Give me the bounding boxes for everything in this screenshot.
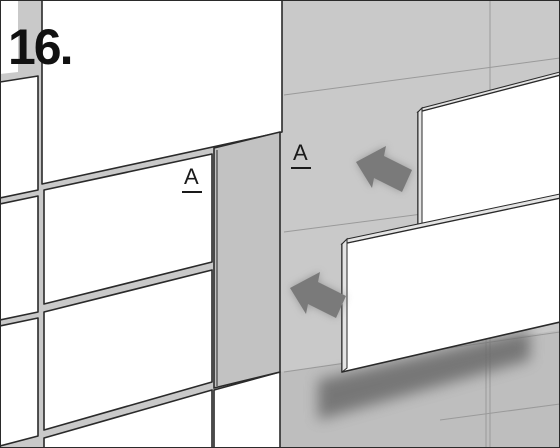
tile: [0, 317, 39, 447]
tile: [0, 75, 39, 199]
tile: [0, 195, 39, 321]
incoming-tile-lower: [340, 193, 560, 374]
tile: [43, 389, 213, 448]
tile-shadow: [318, 330, 530, 420]
step-badge-background: [0, 0, 18, 74]
step-number: 16.: [8, 19, 72, 75]
arrow-left-icon: [356, 146, 412, 192]
incoming-tile-upper: [416, 71, 560, 242]
label-a-right: A: [293, 140, 308, 165]
tile-edge-side: [341, 237, 348, 374]
installed-tiles: [0, 0, 283, 448]
label-a-left: A: [184, 164, 199, 189]
arrow-left-icon: [290, 272, 346, 318]
gap-strip-a: [213, 131, 281, 389]
tile: [43, 269, 213, 431]
tile: [41, 0, 283, 185]
tile-edge-side: [417, 106, 423, 242]
tile: [43, 153, 213, 305]
